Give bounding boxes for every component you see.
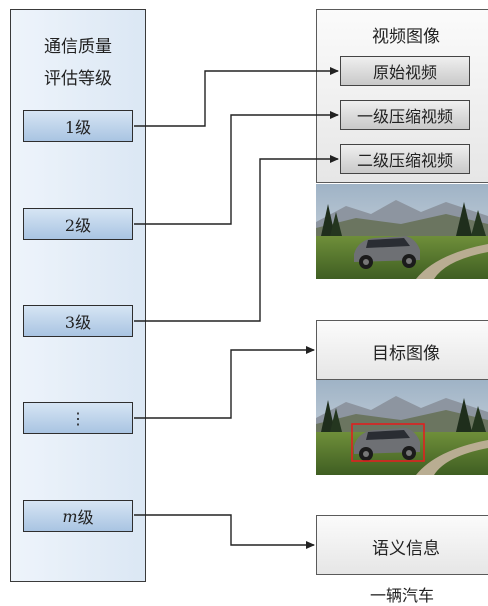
level-3-box: 3级 bbox=[23, 305, 133, 337]
level-1-box: 1级 bbox=[23, 110, 133, 142]
evaluation-level-panel bbox=[10, 9, 146, 582]
arrow-levelm-to-semantic bbox=[134, 514, 315, 549]
arrow-level1-to-original bbox=[134, 67, 339, 127]
semantic-panel-title: 语义信息 bbox=[372, 539, 440, 559]
level-ellipsis-box: ⋮ bbox=[23, 402, 133, 434]
arrow-level2-to-level1-compressed bbox=[134, 111, 339, 225]
video-photo-car bbox=[316, 184, 488, 279]
target-image-panel bbox=[316, 320, 488, 380]
semantic-caption: 一辆汽车 bbox=[369, 586, 434, 605]
video-panel-title: 视频图像 bbox=[372, 27, 440, 47]
level-m-suffix: 级 bbox=[77, 508, 94, 527]
level-m-variable: m bbox=[62, 506, 78, 526]
original-video-box: 原始视频 bbox=[340, 56, 470, 86]
level1-compressed-video-box: 一级压缩视频 bbox=[340, 100, 470, 130]
level2-compressed-video-box: 二级压缩视频 bbox=[340, 144, 470, 174]
panel-title-line2: 评估等级 bbox=[44, 69, 112, 89]
arrow-ellipsis-to-target bbox=[134, 346, 315, 419]
semantic-info-panel bbox=[316, 515, 488, 575]
panel-title-line1: 通信质量 bbox=[44, 37, 112, 57]
target-panel-title: 目标图像 bbox=[372, 344, 440, 364]
target-photo-car-detected bbox=[316, 380, 488, 475]
detection-bounding-box bbox=[351, 423, 425, 462]
level-2-box: 2级 bbox=[23, 208, 133, 240]
arrow-level3-to-level2-compressed bbox=[134, 155, 339, 322]
